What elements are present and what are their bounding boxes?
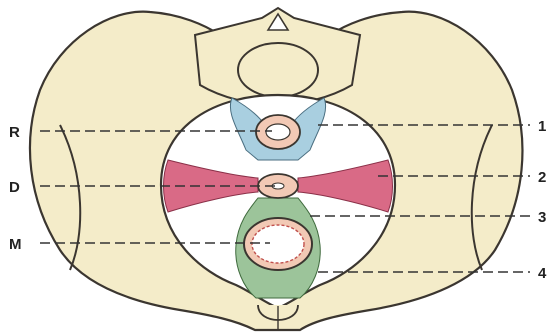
rectum-lumen <box>266 124 290 140</box>
label-2: 2 <box>538 169 546 186</box>
sacral-vertebra <box>238 43 318 97</box>
bladder-lumen <box>252 225 304 263</box>
label-4: 4 <box>538 265 547 282</box>
label-1: 1 <box>538 118 546 135</box>
label-rectum: R <box>9 124 20 141</box>
label-3: 3 <box>538 209 546 226</box>
label-vagina: D <box>9 179 20 196</box>
label-bladder: M <box>9 236 22 253</box>
